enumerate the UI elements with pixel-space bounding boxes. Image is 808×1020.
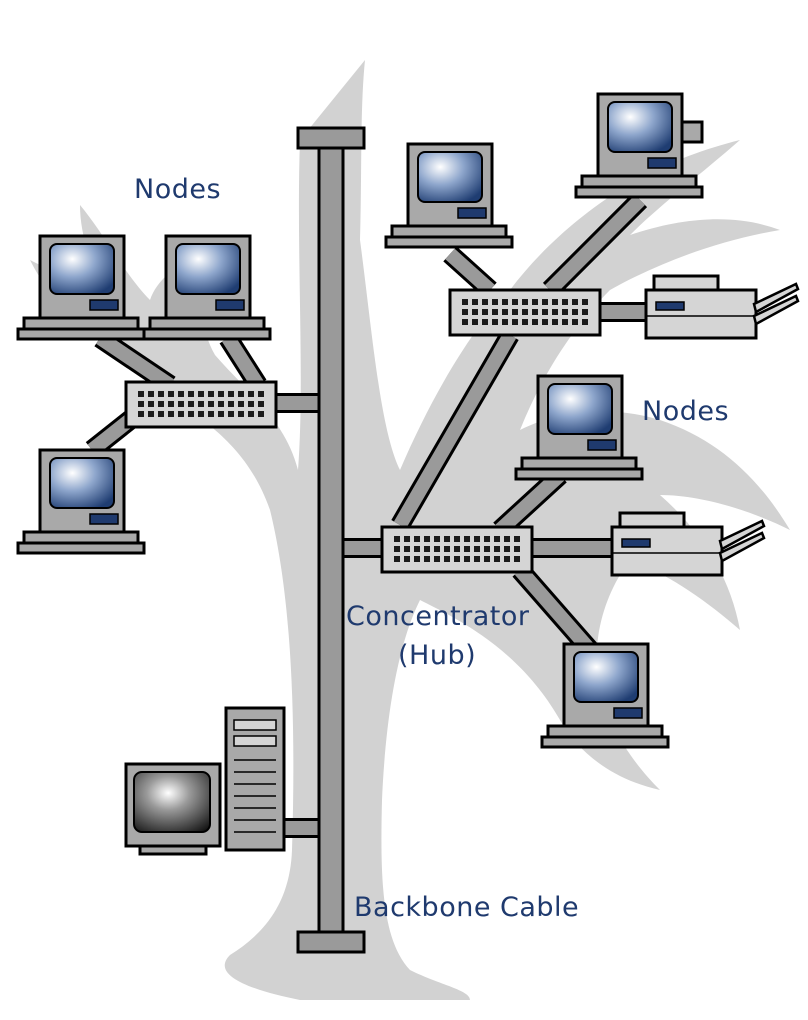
printer-icon[interactable] xyxy=(644,274,800,340)
hub-label: (Hub) xyxy=(398,640,476,671)
workstation-icon[interactable] xyxy=(574,92,704,199)
workstation-icon[interactable] xyxy=(384,142,514,249)
printer-icon[interactable] xyxy=(610,511,766,577)
hub-icon[interactable] xyxy=(124,380,278,429)
nodes-label-right: Nodes xyxy=(642,396,729,427)
workstation-icon[interactable] xyxy=(16,234,146,341)
hub-icon[interactable] xyxy=(380,525,534,574)
cable-links-fill xyxy=(87,195,650,835)
concentrator-label: Concentrator xyxy=(346,601,530,632)
server-icon[interactable] xyxy=(124,706,286,856)
monitor-connector xyxy=(680,120,704,144)
backbone-cable-label: Backbone Cable xyxy=(354,892,579,923)
nodes-label-left: Nodes xyxy=(134,174,221,205)
hub-icon[interactable] xyxy=(448,288,602,337)
backbone-cable xyxy=(296,126,366,954)
workstation-icon[interactable] xyxy=(16,448,146,555)
